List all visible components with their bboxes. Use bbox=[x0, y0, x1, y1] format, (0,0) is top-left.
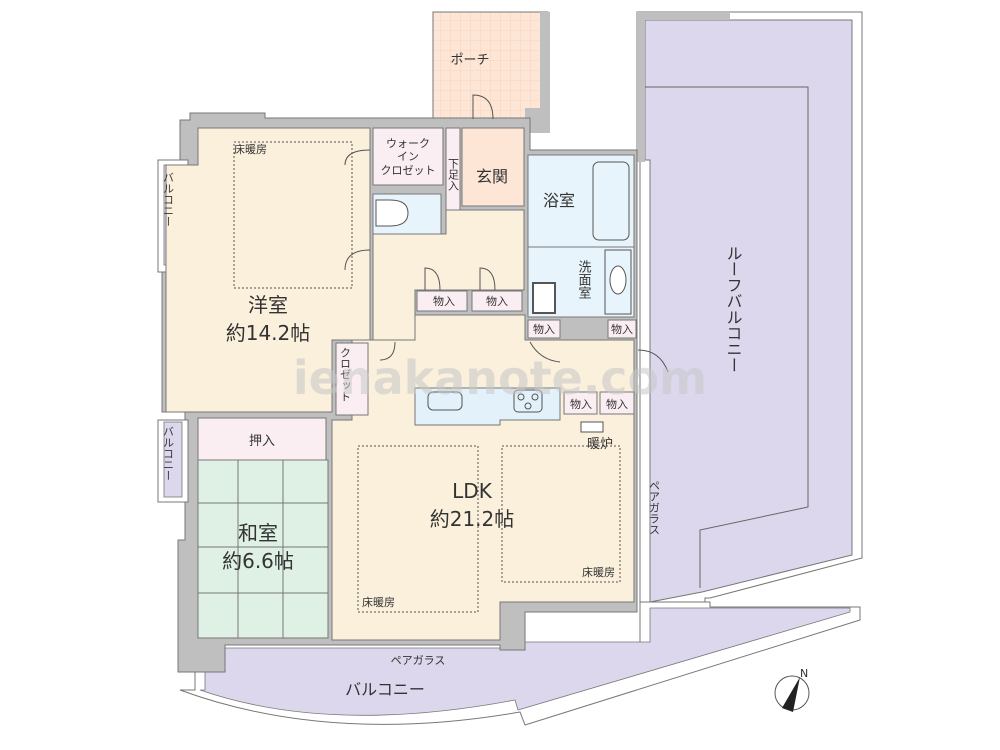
entrance bbox=[461, 127, 525, 207]
ldk-name: LDK bbox=[452, 479, 493, 503]
fireplace-label: 暖炉 bbox=[587, 437, 613, 452]
pair-glass-bottom: ペアガラス bbox=[391, 654, 446, 667]
storage-label-3: 物入 bbox=[533, 322, 555, 336]
western-room-name: 洋室 bbox=[248, 293, 288, 317]
compass-north-label: N bbox=[800, 667, 808, 680]
watermark: ienakanote.com bbox=[293, 351, 707, 405]
balcony-left-mid bbox=[157, 419, 189, 503]
ldk-floor-heating-2: 床暖房 bbox=[582, 565, 615, 579]
shoe-closet-label: 下足入 bbox=[447, 158, 460, 191]
western-room bbox=[165, 127, 371, 413]
closet-label: クロゼット bbox=[339, 347, 352, 402]
storage-label-1: 物入 bbox=[433, 294, 455, 308]
toilet bbox=[372, 193, 442, 235]
walk-in-closet bbox=[372, 127, 444, 186]
entrance-label: 玄関 bbox=[476, 167, 508, 186]
ldk-size: 約21.2帖 bbox=[430, 507, 515, 531]
japanese-room-size: 約6.6帖 bbox=[222, 549, 294, 573]
porch bbox=[432, 11, 550, 133]
walk-in-closet-line3: クロゼット bbox=[381, 164, 436, 177]
kitchen-counter bbox=[414, 387, 561, 426]
oshiire-label: 押入 bbox=[249, 434, 275, 449]
compass-icon: N bbox=[774, 667, 810, 712]
ldk-floor-heating-1: 床暖房 bbox=[362, 595, 395, 609]
balcony-left-mid-label: バルコニー bbox=[162, 426, 175, 481]
washroom bbox=[527, 246, 635, 318]
roof-balcony-label: ルーフバルコニー bbox=[724, 245, 743, 373]
japanese-room-name: 和室 bbox=[238, 521, 278, 545]
bathroom bbox=[527, 154, 635, 248]
walk-in-closet-line2: イン bbox=[397, 150, 419, 163]
balcony-left-top-label: バルコニー bbox=[162, 172, 175, 227]
western-room-size: 約14.2帖 bbox=[226, 321, 311, 345]
storage-label-6: 物入 bbox=[606, 397, 628, 411]
washroom-label: 洗面室 bbox=[576, 260, 592, 299]
bathroom-label: 浴室 bbox=[543, 191, 575, 210]
storage-units bbox=[416, 290, 637, 415]
walk-in-closet-line1: ウォーク bbox=[386, 137, 430, 150]
balcony-bottom-label: バルコニー bbox=[345, 680, 425, 699]
porch-label: ポーチ bbox=[450, 53, 489, 68]
storage-label-5: 物入 bbox=[570, 397, 592, 411]
roof-balcony bbox=[636, 11, 863, 613]
doors bbox=[344, 94, 669, 373]
storage-label-4: 物入 bbox=[611, 322, 633, 336]
japanese-room bbox=[197, 417, 329, 639]
storage-label-2: 物入 bbox=[486, 294, 508, 308]
closet bbox=[335, 342, 369, 416]
western-floor-heating: 床暖房 bbox=[234, 142, 267, 156]
pair-glass-right: ペアガラス bbox=[648, 480, 661, 535]
